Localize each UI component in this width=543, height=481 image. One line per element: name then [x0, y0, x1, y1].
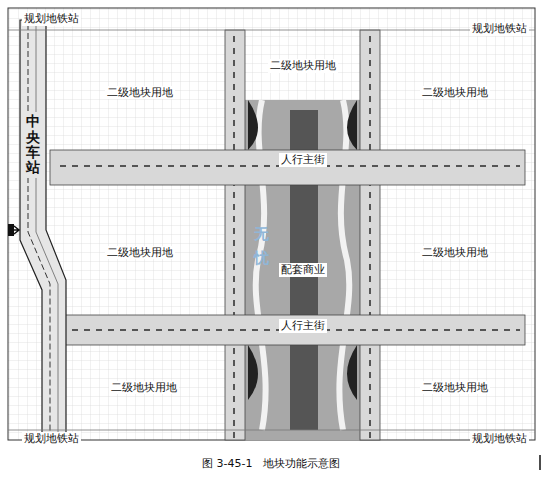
- area-label: 二级地块用地: [420, 381, 490, 395]
- metro-station-label: 规划地铁站: [470, 432, 529, 446]
- land-parcel: 二级地块用地: [382, 195, 527, 310]
- land-parcel: 人行主街: [225, 150, 380, 170]
- area-label: 二级地块用地: [109, 381, 179, 395]
- area-label: 配套商业: [279, 263, 327, 277]
- area-label: 二级地块用地: [268, 59, 338, 73]
- watermark: 无忧: [252, 222, 271, 270]
- area-label: 中央车站: [25, 112, 41, 178]
- land-parcel: 二级地块用地: [68, 350, 220, 425]
- area-label: 二级地块用地: [420, 86, 490, 100]
- area-label: 二级地块用地: [105, 246, 175, 260]
- land-parcel: 人行主街: [225, 316, 380, 336]
- station-strip: 中央车站: [20, 80, 46, 210]
- area-label: 人行主街: [279, 153, 327, 167]
- land-parcel: 二级地块用地: [248, 38, 358, 94]
- area-label: 二级地块用地: [105, 86, 175, 100]
- land-parcel: 二级地块用地: [382, 350, 527, 425]
- area-label: 二级地块用地: [420, 246, 490, 260]
- land-parcel: 二级地块用地: [60, 195, 220, 310]
- figure-caption: 图 3-45-1 地块功能示意图: [202, 456, 340, 471]
- metro-station-label: 规划地铁站: [22, 12, 81, 26]
- metro-station-label: 规划地铁站: [22, 432, 81, 446]
- land-parcel: 二级地块用地: [382, 40, 527, 145]
- land-parcel: 二级地块用地: [60, 40, 220, 145]
- metro-station-label: 规划地铁站: [470, 22, 529, 36]
- area-label: 人行主街: [279, 319, 327, 333]
